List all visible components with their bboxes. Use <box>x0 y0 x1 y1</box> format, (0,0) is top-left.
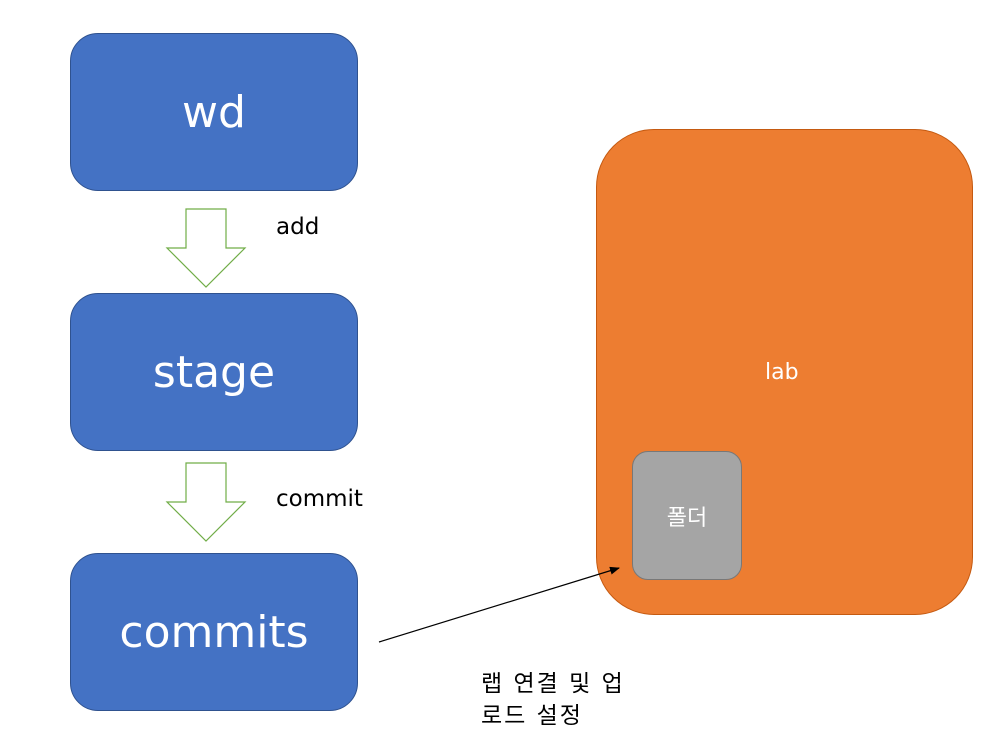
working-directory-box: wd <box>70 33 358 191</box>
add-down-arrow-icon <box>165 208 247 288</box>
note-line-2: 로드 설정 <box>481 703 583 729</box>
working-directory-label: wd <box>182 86 246 138</box>
folder-box: 폴더 <box>632 451 742 580</box>
lab-upload-note: 랩 연결 및 업 로드 설정 <box>481 668 625 732</box>
note-line-1: 랩 연결 및 업 <box>481 671 625 697</box>
folder-label: 폴더 <box>666 505 708 531</box>
lab-label: lab <box>765 360 799 385</box>
add-label: add <box>276 214 320 240</box>
commits-label: commits <box>119 606 309 658</box>
staging-area-label: stage <box>152 346 276 398</box>
commits-box: commits <box>70 553 358 711</box>
staging-area-box: stage <box>70 293 358 451</box>
commit-down-arrow-icon <box>165 462 247 542</box>
commit-label: commit <box>276 486 363 512</box>
